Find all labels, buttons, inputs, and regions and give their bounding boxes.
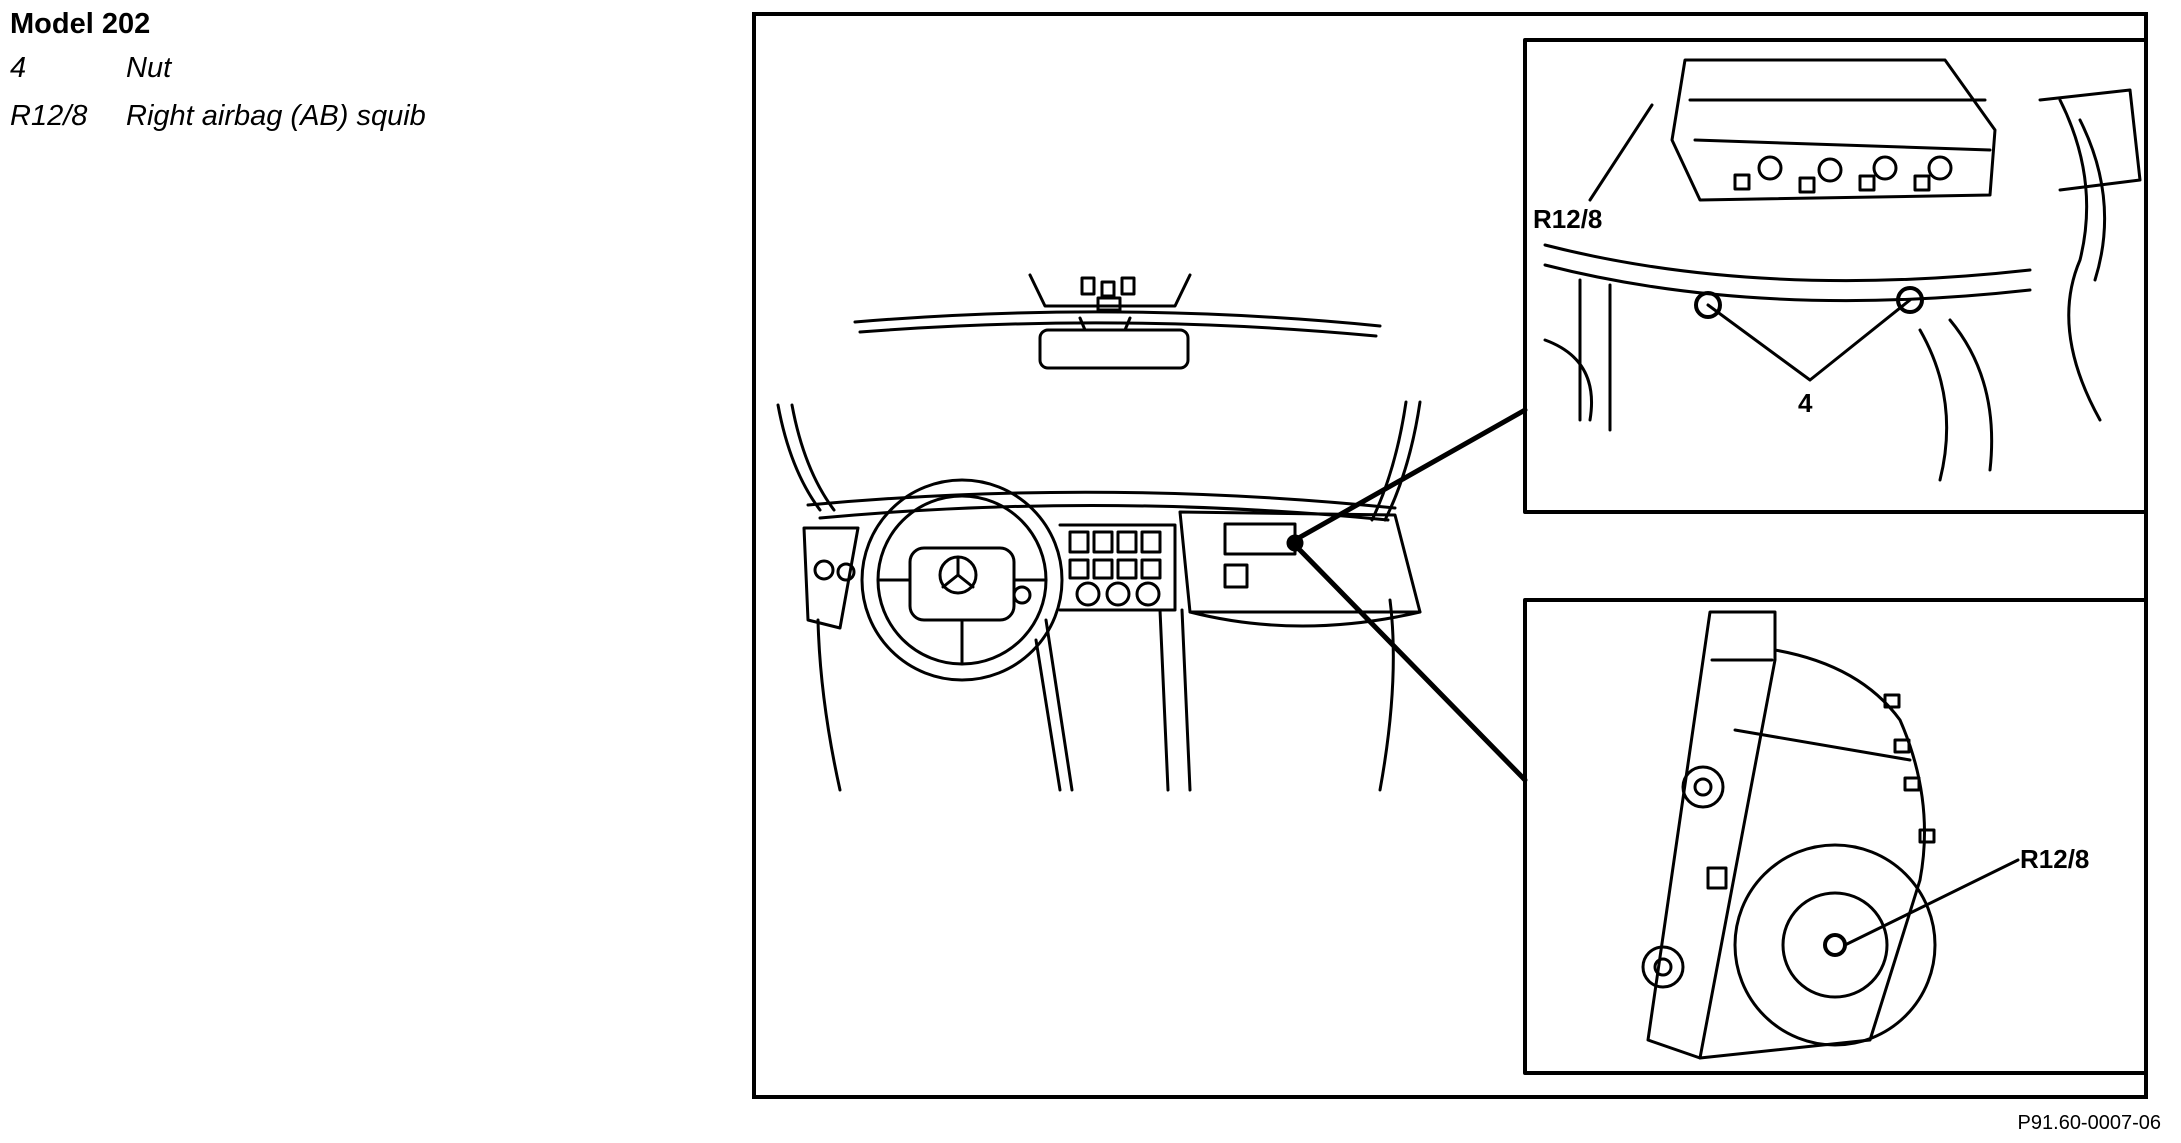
figure-frame [752, 12, 2148, 1099]
legend-title: Model 202 [10, 8, 151, 40]
legend-code: R12/8 [10, 100, 88, 132]
callout-nut-4: 4 [1798, 388, 1813, 418]
dashboard-drawing [776, 273, 1422, 792]
legend-description: Right airbag (AB) squib [126, 100, 426, 132]
legend-item-airbag-squib: R12/8 Right airbag (AB) squib [10, 92, 426, 140]
legend-item-nut: 4 Nut [10, 44, 171, 92]
figure-reference-id: P91.60-0007-06 [2017, 1112, 2161, 1134]
legend-code: 4 [10, 52, 27, 84]
legend-description: Nut [126, 52, 172, 84]
inset-bottom-squib-detail [1523, 598, 2148, 1075]
legend: Model 202 4 Nut R12/8 Right airbag (AB) … [10, 4, 426, 140]
inset-top-airbag-mounting [1523, 38, 2148, 514]
inset-connector-lines [1286, 407, 1528, 783]
callout-r12-8-bottom: R12/8 [2020, 844, 2089, 874]
callout-r12-8-top: R12/8 [1533, 204, 1602, 234]
